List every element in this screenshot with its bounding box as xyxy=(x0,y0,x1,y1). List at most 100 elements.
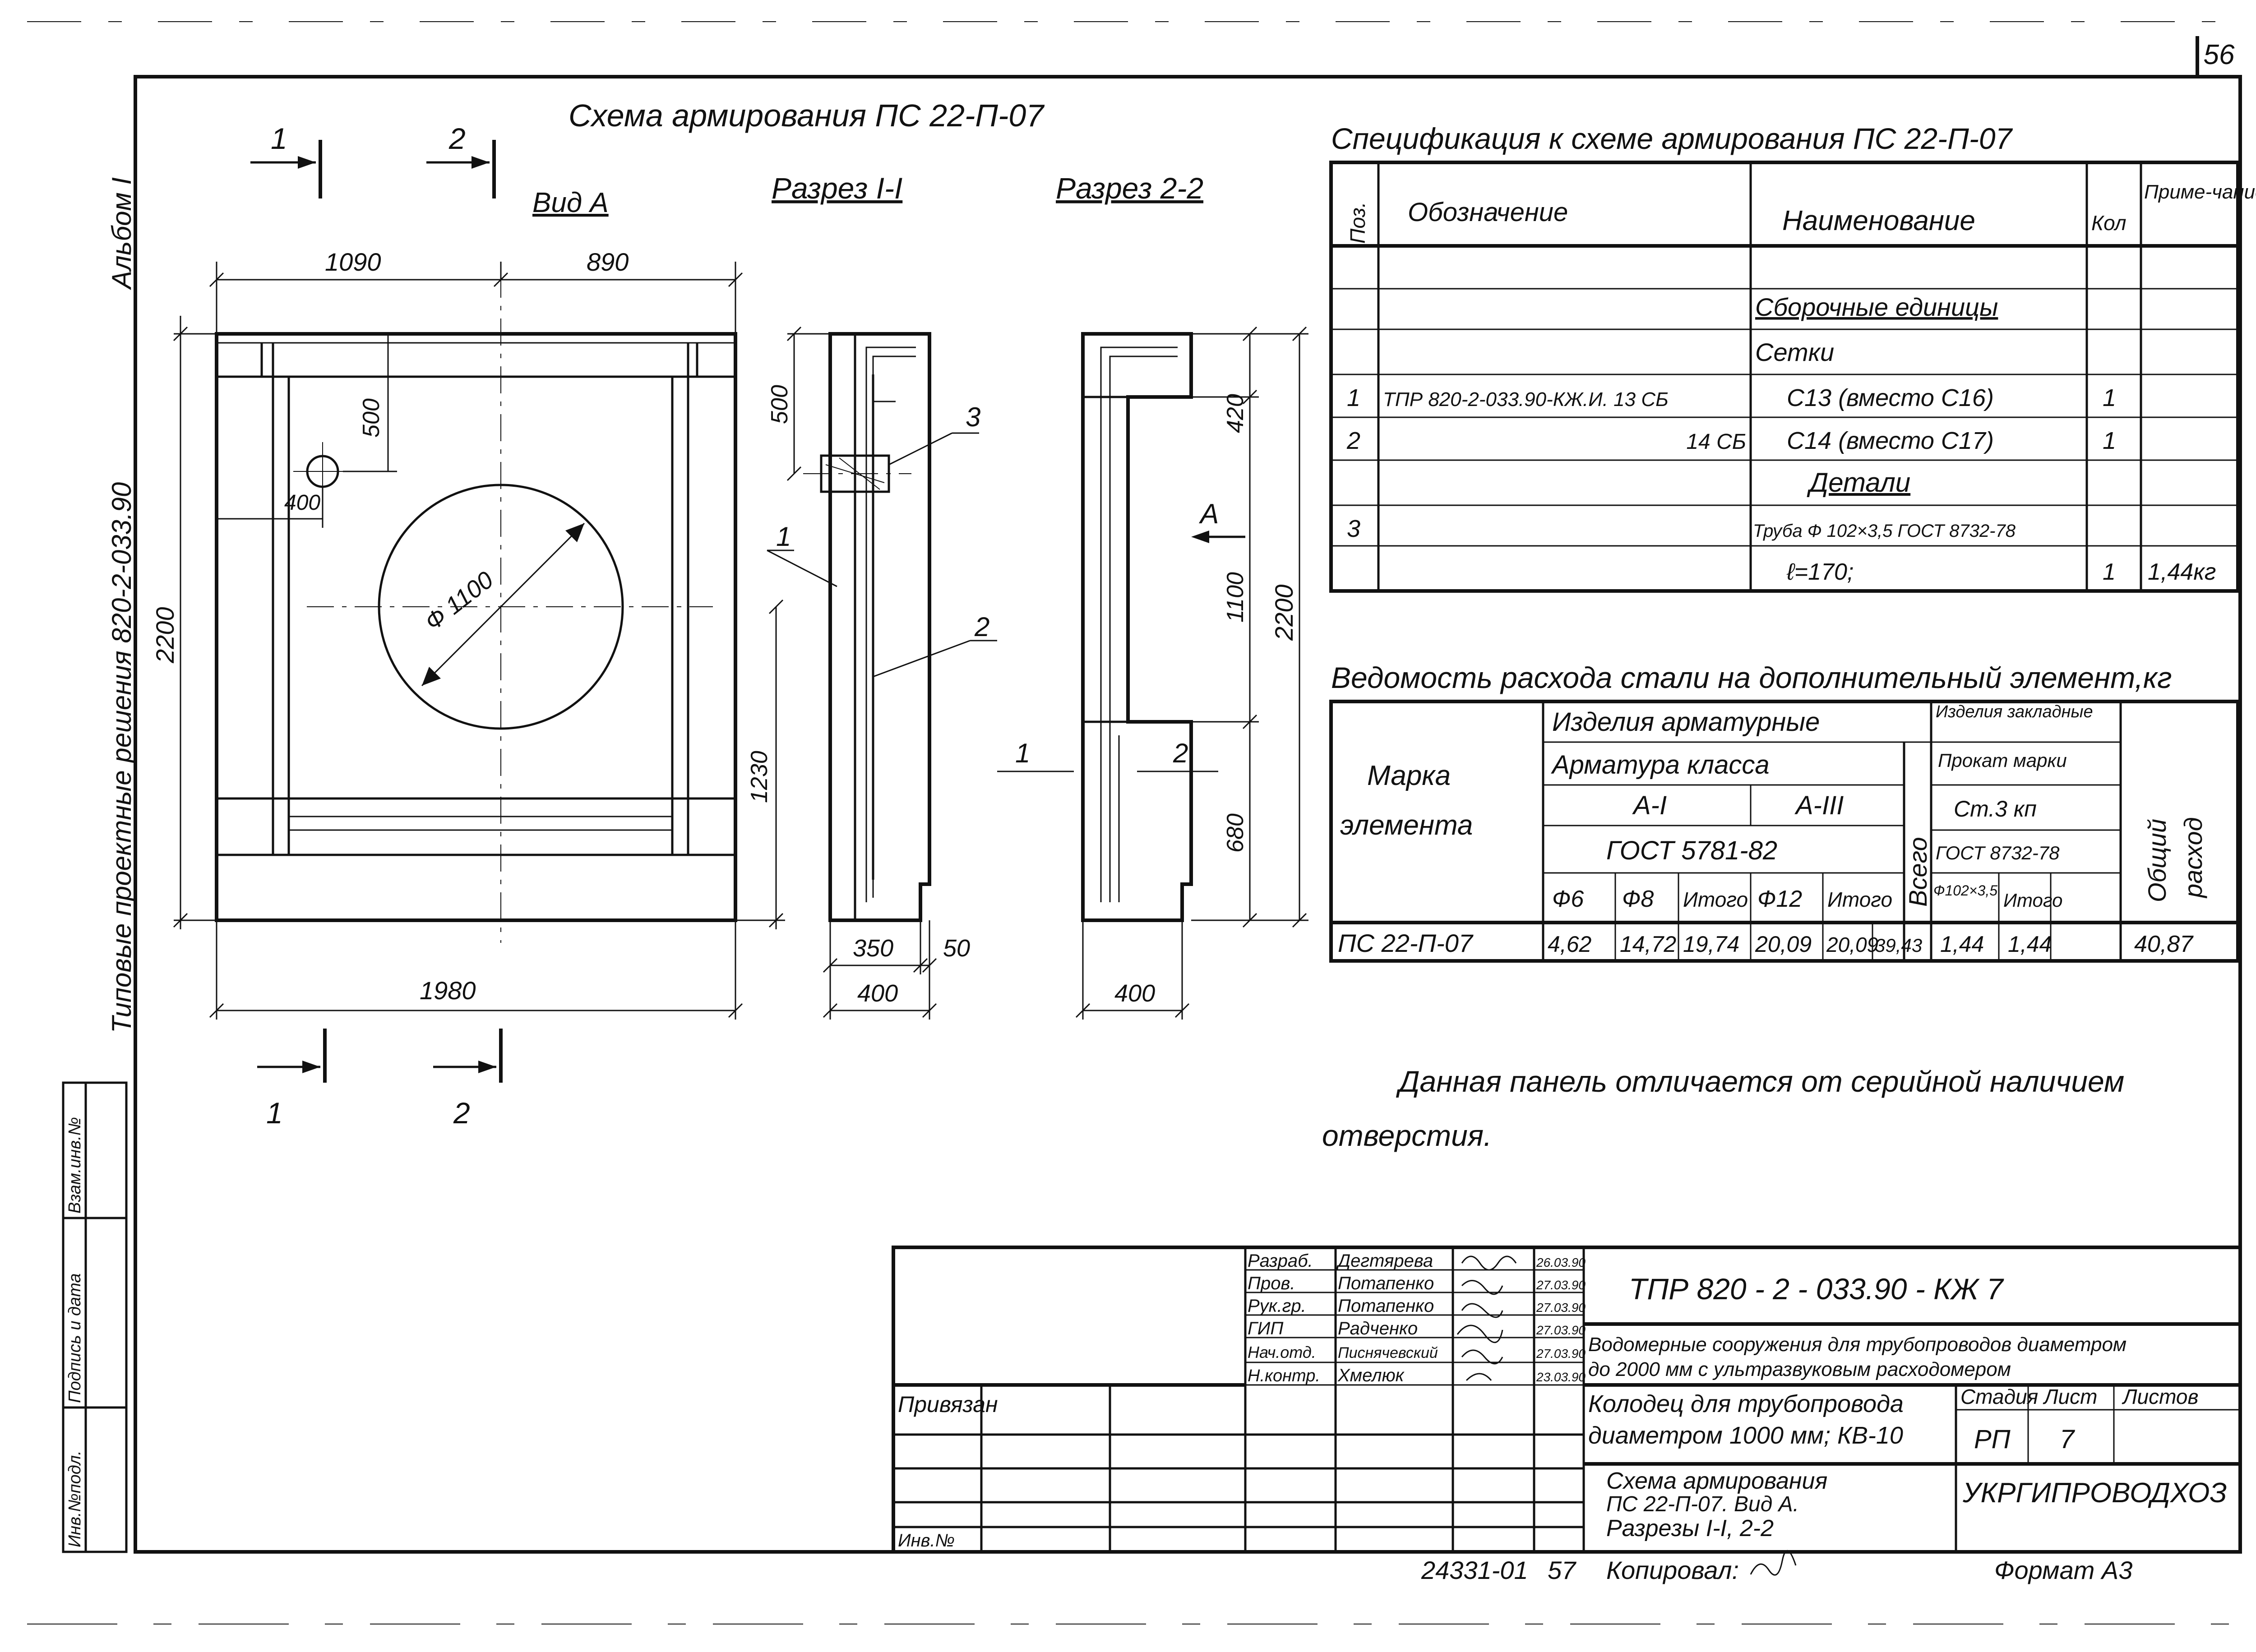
dim-sec2-mid: 1100 xyxy=(1222,572,1248,623)
steel-row-grand: 40,87 xyxy=(2134,931,2194,957)
spec-r7-note: 1,44кг xyxy=(2148,559,2216,585)
spec-r1-name: Сборочные единицы xyxy=(1755,293,1998,321)
section-1-drawing: 3 1 2 500 350 50 400 xyxy=(767,326,997,1020)
spec-h-pos: Поз. xyxy=(1346,202,1369,244)
side-stamp-sign: Подпись и дата xyxy=(65,1274,84,1403)
dim-top-right: 890 xyxy=(587,248,629,276)
steel-h-total: Всего xyxy=(1904,837,1932,907)
tb-bound: Привязан xyxy=(898,1392,998,1417)
cut-mark-1: 1 xyxy=(1015,738,1030,768)
drawing-title: Схема армирования ПС 22-П-07 xyxy=(569,98,1045,133)
tb-role-3: ГИП xyxy=(1248,1319,1284,1338)
album-side-text: Альбом I xyxy=(106,177,137,290)
steel-h-a3: А-III xyxy=(1794,791,1844,820)
dim-sec1-top: 500 xyxy=(767,385,793,424)
steel-h-gost2: ГОСТ 8732-78 xyxy=(1936,842,2060,863)
spec-r3-pos: 1 xyxy=(1347,384,1360,411)
footer-code: 24331-01 xyxy=(1421,1556,1528,1584)
tb-name-5: Хмелюк xyxy=(1337,1366,1405,1385)
steel-h-a1: А-I xyxy=(1632,791,1667,820)
section-mark-2-bottom: 2 xyxy=(453,1096,470,1130)
tb-role-4: Нач.отд. xyxy=(1248,1343,1316,1361)
steel-h-grand-1: Общий xyxy=(2143,819,2171,902)
dim-hole-h: 400 xyxy=(284,491,320,515)
spec-h-code: Обозначение xyxy=(1408,198,1568,227)
steel-h-embedded: Изделия закладные xyxy=(1936,702,2093,721)
view-a-panel: Ф 1100 xyxy=(215,271,737,943)
section-mark-2-top: 2 xyxy=(448,122,466,155)
steel-h-mark-2: элемента xyxy=(1340,810,1473,841)
opening-circle xyxy=(378,484,624,730)
view-a-label: Вид А xyxy=(532,187,609,218)
tb-stage: РП xyxy=(1974,1425,2011,1454)
tb-date-3: 27.03.90 xyxy=(1536,1323,1586,1337)
section-1-label: Разрез I-I xyxy=(772,171,902,205)
steel-h-grand-2: расход xyxy=(2179,817,2207,899)
section-markers-top: 1 2 xyxy=(250,122,496,198)
dim-bottom-part: 1230 xyxy=(746,751,772,803)
steel-title: Ведомость расхода стали на дополнительны… xyxy=(1331,661,2172,694)
spec-h-note: Приме-чание xyxy=(2144,181,2256,203)
callout-3: 3 xyxy=(966,402,980,432)
steel-row-total1: 19,74 xyxy=(1683,932,1739,957)
steel-row-total3: 1,44 xyxy=(2008,932,2052,957)
tb-role-0: Разраб. xyxy=(1248,1251,1313,1271)
tb-sheet-title-2: ПС 22-П-07. Вид А. xyxy=(1606,1492,1799,1516)
spec-r4-code: 14 СБ xyxy=(1686,430,1746,454)
tb-doc-code: ТПР 820 - 2 - 033.90 - КЖ 7 xyxy=(1629,1272,2004,1306)
section-mark-1-top: 1 xyxy=(271,122,287,155)
tb-name-1: Потапенко xyxy=(1338,1274,1434,1293)
tb-sheet: 7 xyxy=(2060,1425,2076,1454)
section-2-drawing: А 1 2 420 1100 680 2200 400 xyxy=(997,326,1308,1020)
spec-r2-name: Сетки xyxy=(1755,338,1834,366)
spec-r7-qty: 1 xyxy=(2103,559,2116,585)
arrow-a-label: А xyxy=(1198,498,1219,530)
spec-r6-pos: 3 xyxy=(1347,515,1360,542)
tb-inv: Инв.№ xyxy=(898,1531,955,1550)
dim-height: 2200 xyxy=(151,607,179,664)
tb-role-5: Н.контр. xyxy=(1248,1366,1320,1385)
tb-sheet-title-1: Схема армирования xyxy=(1606,1468,1827,1494)
footer-page: 57 xyxy=(1548,1556,1576,1584)
spec-title: Спецификация к схеме армирования ПС 22-П… xyxy=(1331,122,2013,155)
spec-r3-code: ТПР 820-2-033.90-КЖ.И. 13 СБ xyxy=(1383,388,1669,411)
dim-sec2-total: 2200 xyxy=(1270,584,1298,641)
dim-width: 1980 xyxy=(420,976,476,1005)
tb-object-2: диаметром 1000 мм; КВ-10 xyxy=(1588,1422,1903,1449)
dim-circle: Ф 1100 xyxy=(420,566,498,636)
view-a-dimensions: 1090 890 500 400 2200 1230 1980 xyxy=(151,248,785,1020)
tb-role-1: Пров. xyxy=(1248,1274,1295,1293)
section-markers-bottom: 1 2 xyxy=(257,1029,503,1130)
spec-table: Спецификация к схеме армирования ПС 22-П… xyxy=(1329,122,2256,593)
steel-h-rolled: Прокат марки xyxy=(1938,750,2067,771)
tb-name-4: Писнячевский xyxy=(1338,1344,1438,1361)
steel-sub-f8: Ф8 xyxy=(1622,886,1654,912)
dim-hole-v: 500 xyxy=(358,398,384,438)
spec-r4-pos: 2 xyxy=(1346,427,1360,454)
tb-date-5: 23.03.90 xyxy=(1536,1370,1586,1384)
steel-h-class: Арматура класса xyxy=(1551,750,1770,780)
dim-sec1-w: 400 xyxy=(857,980,898,1007)
steel-table: Ведомость расхода стали на дополнительны… xyxy=(1329,661,2240,963)
series-side-text: Типовые проектные решения 820-2-033.90 xyxy=(106,482,137,1033)
spec-r7-name: ℓ=170; xyxy=(1786,559,1854,585)
spec-r3-name: С13 (вместо С16) xyxy=(1787,384,1994,411)
side-stamp-replace: Взам.инв.№ xyxy=(65,1117,84,1214)
spec-r4-name: С14 (вместо С17) xyxy=(1787,427,1994,454)
note-line-1: Данная панель отличается от серийной нал… xyxy=(1396,1065,2124,1098)
tb-date-2: 27.03.90 xyxy=(1536,1301,1586,1315)
tb-name-3: Радченко xyxy=(1338,1319,1418,1338)
cut-mark-2: 2 xyxy=(1173,738,1188,768)
steel-row-total2: 20,09 xyxy=(1826,933,1878,956)
callout-1: 1 xyxy=(776,521,791,552)
side-stamp-inv: Инв.№подл. xyxy=(65,1450,84,1547)
section-mark-1-bottom: 1 xyxy=(266,1096,283,1130)
tb-name-2: Потапенко xyxy=(1338,1296,1434,1316)
tb-project-1: Водомерные сооружения для трубопроводов … xyxy=(1588,1334,2127,1356)
title-block: Разраб. Пров. Рук.гр. ГИП Нач.отд. Н.кон… xyxy=(892,1246,2242,1554)
tb-role-2: Рук.гр. xyxy=(1248,1296,1306,1316)
steel-sub-total1: Итого xyxy=(1683,888,1748,911)
tb-object-1: Колодец для трубопровода xyxy=(1588,1390,1904,1417)
dim-top-left: 1090 xyxy=(325,248,381,276)
